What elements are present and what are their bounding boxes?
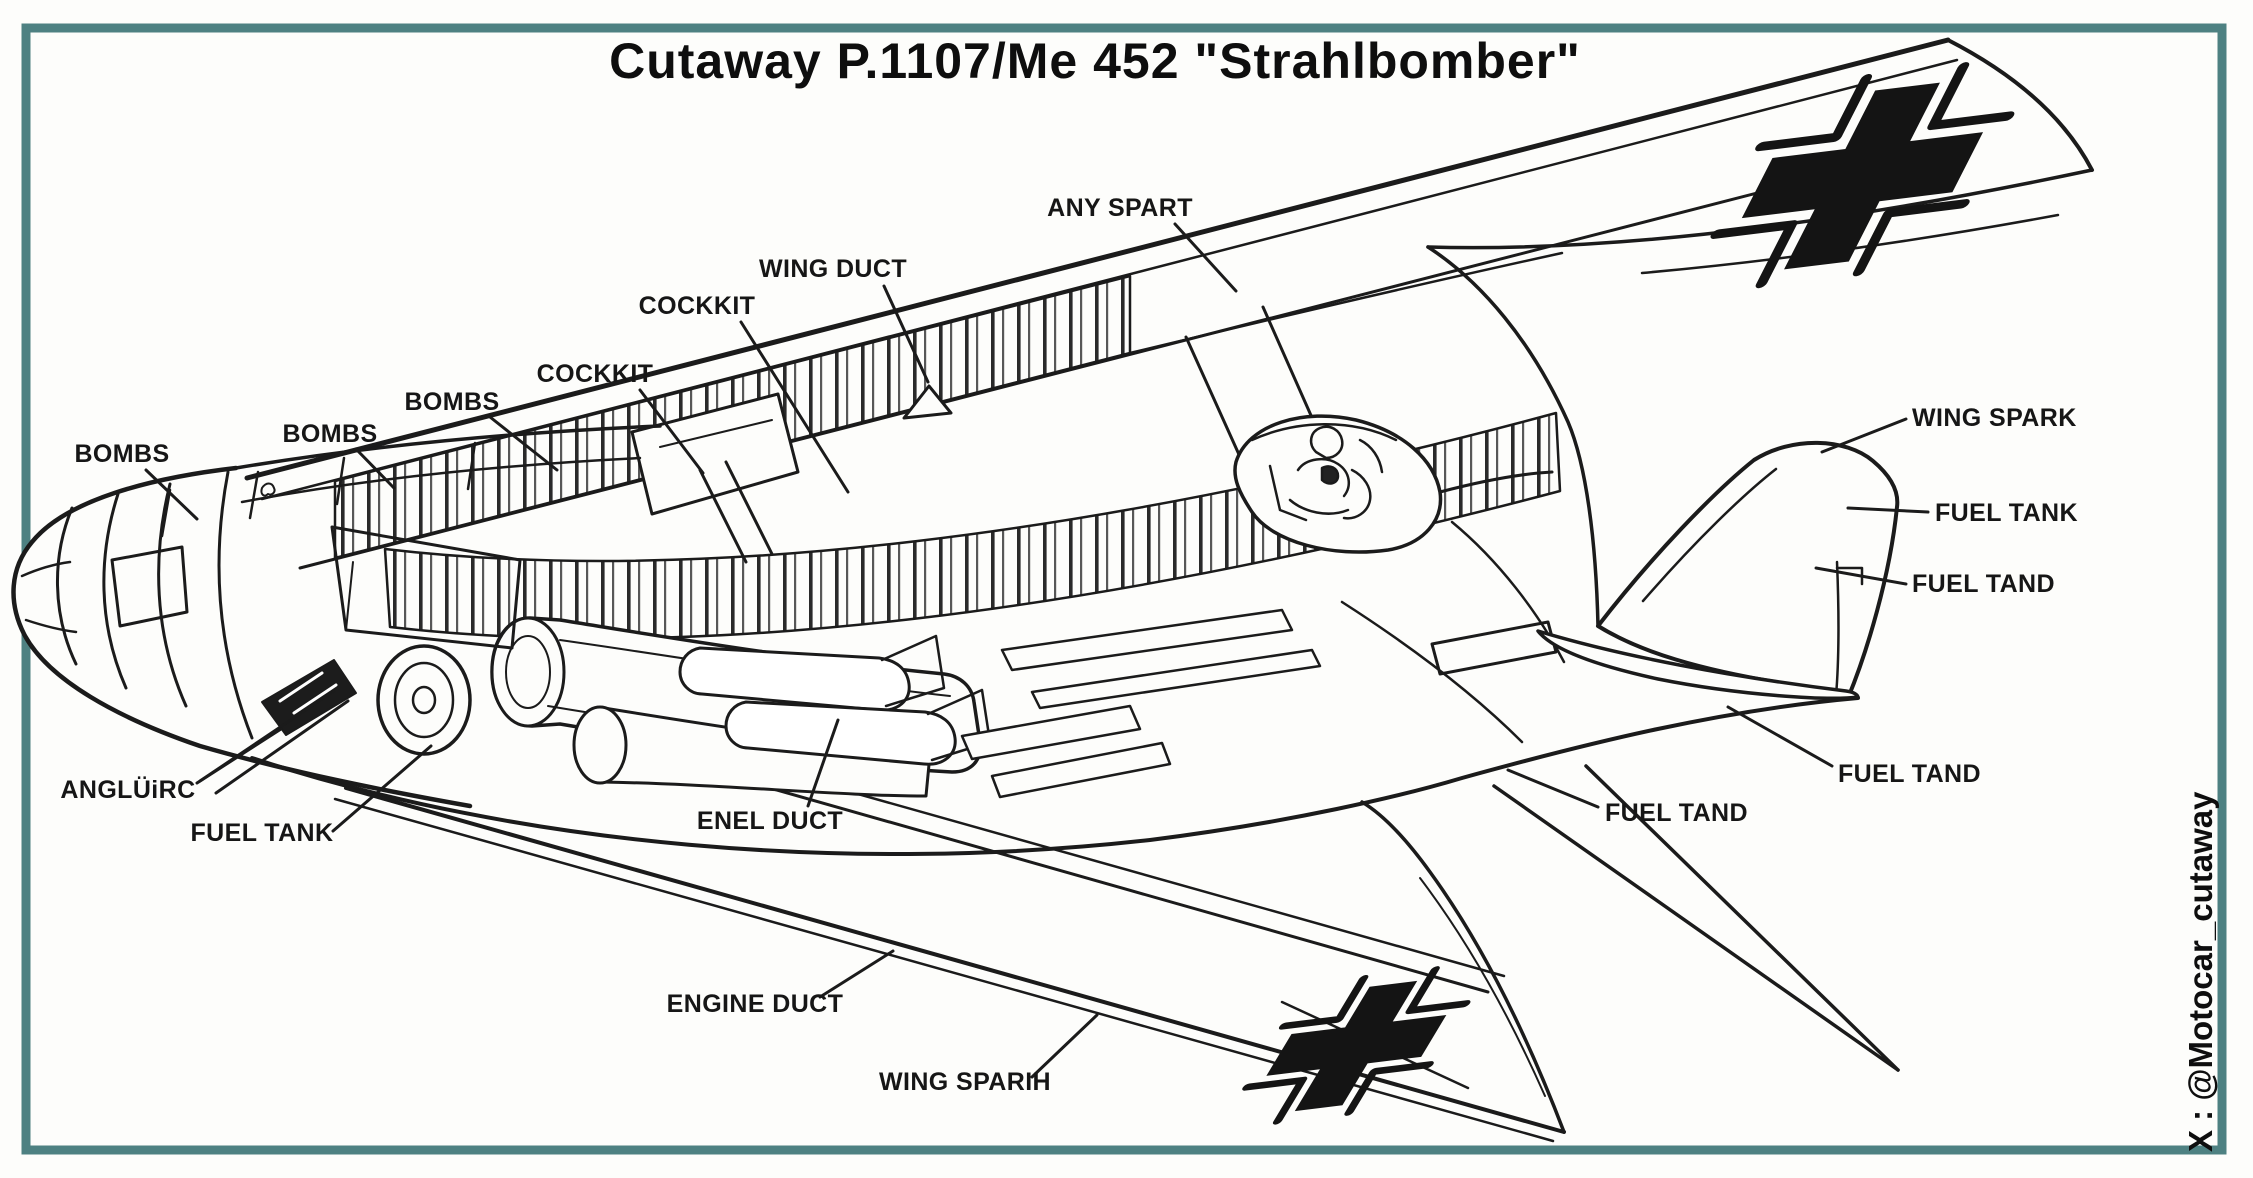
canopy-struts [698, 305, 1319, 564]
page-title: Cutaway P.1107/Me 452 "Strahlbomber" [609, 33, 1581, 89]
cockpit-canopy [1233, 414, 1554, 554]
label-fuel-tank-left: FUEL TANK [191, 819, 334, 847]
airframe [11, 37, 2094, 1143]
fuselage-rib-band [383, 411, 1562, 640]
leader-bombs-3 [488, 415, 559, 472]
leader-enel-duct [806, 718, 840, 808]
leader-fuel-tand-mid [1726, 705, 1834, 768]
label-fuel-tand-upper: FUEL TAND [1912, 570, 2055, 598]
leader-fuel-tand-upper [1814, 566, 1908, 586]
leader-fuel-tank-right [1846, 506, 1930, 514]
label-wing-spark: WING SPARK [1912, 404, 2077, 432]
label-anglurc: ANGLÜiRC [60, 775, 195, 804]
wing-duct-intake [902, 384, 953, 420]
tailplane-far [1536, 629, 1860, 700]
leader-cockkit-left [638, 388, 705, 475]
label-cockkit-left: COCKKIT [537, 360, 654, 388]
bomb-rack-pylons [960, 608, 1558, 799]
label-fuel-tank-right: FUEL TANK [1935, 499, 2078, 527]
leader-fuel-tand-lower [1506, 768, 1600, 809]
leader-wing-spark [1820, 417, 1908, 454]
label-fuel-tand-mid: FUEL TAND [1838, 760, 1981, 788]
label-any-spart: ANY SPART [1047, 194, 1193, 222]
label-bombs-1: BOMBS [74, 440, 169, 468]
tailplane-near [1492, 764, 1900, 1072]
label-cockkit-upper: COCKKIT [639, 292, 756, 320]
watermark-signature: X : @Motocar_cutaway [2182, 791, 2219, 1152]
engine-nacelle-lower [572, 705, 932, 798]
label-wing-duct: WING DUCT [759, 255, 907, 283]
landing-gear-door [261, 659, 357, 736]
label-engine-duct: ENGINE DUCT [667, 990, 844, 1018]
leader-fuel-tank-left [331, 744, 433, 833]
label-fuel-tand-lower: FUEL TAND [1605, 799, 1748, 827]
leader-anglurc [195, 727, 283, 785]
label-bombs-2: BOMBS [282, 420, 377, 448]
label-bombs-3: BOMBS [404, 388, 499, 416]
part-labels: BOMBS BOMBS BOMBS COCKKIT COCKKIT WING D… [60, 194, 2078, 1096]
leader-wing-sparih [1030, 1013, 1099, 1079]
label-enel-duct: ENEL DUCT [697, 807, 843, 835]
landing-gear-wheel [376, 644, 472, 756]
leader-bombs-2 [354, 447, 396, 490]
leader-engine-duct [818, 949, 895, 999]
leader-cockkit-upper [739, 320, 850, 494]
fuselage-bottom [250, 696, 1860, 856]
label-wing-sparih: WING SPARIH [879, 1068, 1051, 1096]
pilot-figure [1268, 425, 1384, 522]
leader-wing-duct [882, 284, 930, 384]
leader-lines [144, 222, 1930, 1079]
nose-linework [11, 424, 662, 809]
leader-any-spart [1173, 222, 1238, 293]
leader-bombs-1 [144, 468, 199, 521]
